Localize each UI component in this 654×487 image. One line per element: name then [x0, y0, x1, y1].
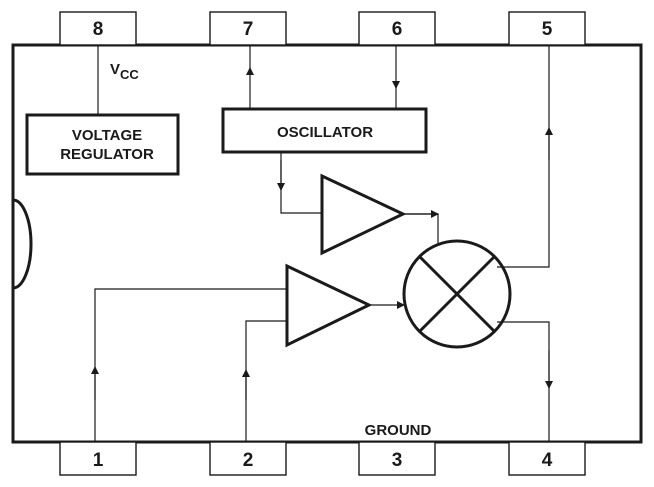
svg-text:VOLTAGE: VOLTAGE [72, 127, 142, 144]
upper-amplifier [320, 173, 407, 256]
svg-text:7: 7 [243, 19, 254, 40]
svg-text:2: 2 [243, 450, 254, 471]
pin-5: 5 [508, 11, 586, 46]
pin-7: 7 [209, 11, 287, 46]
svg-text:OSCILLATOR: OSCILLATOR [277, 124, 373, 141]
svg-text:6: 6 [392, 19, 403, 40]
pin-6: 6 [358, 11, 436, 46]
oscillator-block: OSCILLATOR [221, 107, 428, 154]
ground-label: GROUND [365, 422, 432, 439]
svg-text:1: 1 [93, 450, 104, 471]
wire-mixer-pin5 [497, 45, 550, 268]
pin-8: 8 [59, 11, 137, 46]
voltage-regulator-block: VOLTAGE REGULATOR [25, 113, 180, 176]
chip-notch [12, 198, 33, 290]
pin-1: 1 [59, 441, 137, 476]
mixer-symbol [402, 239, 512, 349]
pin-2: 2 [209, 441, 287, 476]
wire-mixer-pin4 [497, 321, 550, 442]
vcc-label: VCC [110, 61, 139, 82]
wire-pin2-amp2 [245, 320, 287, 442]
pin-3: 3 [358, 441, 436, 476]
svg-text:REGULATOR: REGULATOR [60, 146, 154, 163]
svg-text:8: 8 [93, 19, 104, 40]
pin-4: 4 [508, 441, 586, 476]
svg-text:3: 3 [392, 450, 403, 471]
lower-amplifier [285, 263, 373, 348]
svg-text:4: 4 [542, 450, 553, 471]
svg-text:5: 5 [542, 19, 553, 40]
